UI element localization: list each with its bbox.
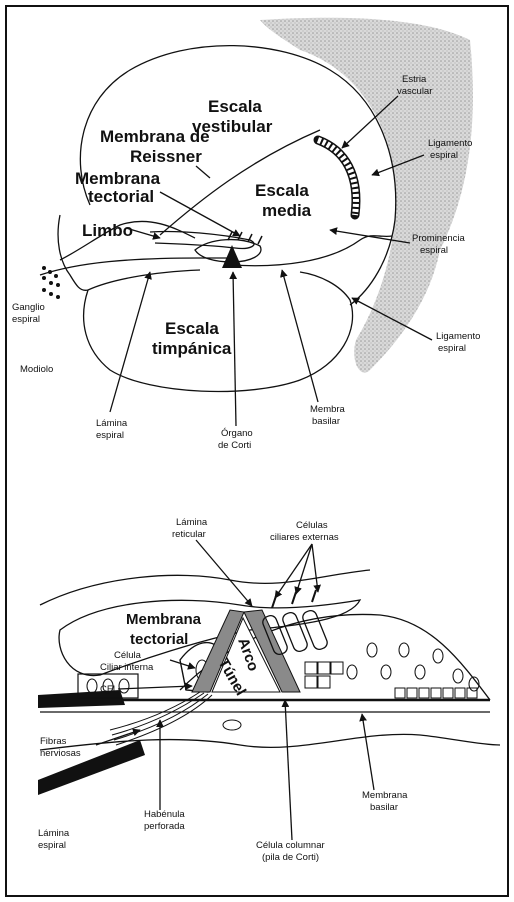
label-escala-timpanica-2: timpánica <box>152 339 232 358</box>
label-membrana-reissner-2: Reissner <box>130 147 202 166</box>
label-membrana-tectorial-bottom-2: tectorial <box>130 631 188 648</box>
label-lamina-espiral-top-1: Lámina <box>96 418 128 429</box>
organ-of-corti-detail: Membrana tectorial Arco Túnel Lámina ret… <box>38 517 500 863</box>
label-celula-ciliar-interna-1: Célula <box>114 650 142 661</box>
label-membrana-basilar-top-2: basilar <box>312 416 340 427</box>
label-ligamento-espiral-top-2: espiral <box>430 150 458 161</box>
label-membrana-basilar-top-1: Membra <box>310 404 346 415</box>
label-membrana-basilar-bottom-2: basilar <box>370 802 398 813</box>
label-prominencia-espiral-1: Prominencia <box>412 233 466 244</box>
scala-tympani-inner <box>88 270 200 290</box>
label-habenula-perforada-2: perforada <box>144 821 185 832</box>
label-celulas-ciliares-externas-1: Células <box>296 520 328 531</box>
label-lamina-reticular-1: Lámina <box>176 517 208 528</box>
label-celulas-ciliares-externas-2: ciliares externas <box>270 532 339 543</box>
label-ligamento-espiral-top-1: Ligamento <box>428 138 472 149</box>
spiral-vessel <box>223 720 241 730</box>
spiral-ganglion-dots <box>42 266 60 299</box>
stria-vascularis <box>318 140 356 215</box>
label-lamina-espiral-bottom-2: espiral <box>38 840 66 851</box>
label-membrana-tectorial-bottom-1: Membrana <box>126 611 202 628</box>
label-organo-corti-2: de Corti <box>218 440 251 451</box>
cochlea-cross-section: Escala vestibular Membrana de Reissner M… <box>12 18 480 451</box>
label-limbo: Limbo <box>82 221 133 240</box>
label-celula-ciliar-interna-2: Ciliar interna <box>100 662 154 673</box>
label-ganglio-espiral-2: espiral <box>12 314 40 325</box>
label-estria-vascular-2: vascular <box>397 86 432 97</box>
label-ligamento-espiral-bottom-2: espiral <box>438 343 466 354</box>
label-escala-media-2: media <box>262 201 312 220</box>
label-celula-columnar-2: (pila de Corti) <box>262 852 319 863</box>
label-lamina-espiral-top-2: espiral <box>96 430 124 441</box>
label-escala-vestibular-1: Escala <box>208 97 262 116</box>
supporting-cells <box>305 643 479 698</box>
label-habenula-perforada-1: Habénula <box>144 809 185 820</box>
lower-boundary <box>40 734 500 750</box>
label-escala-media-1: Escala <box>255 181 309 200</box>
label-lamina-reticular-2: reticular <box>172 529 206 540</box>
basilar-membrane-top <box>232 236 392 266</box>
label-escala-timpanica-1: Escala <box>165 319 219 338</box>
label-prominencia-espiral-2: espiral <box>420 245 448 256</box>
label-celula-columnar-1: Célula columnar <box>256 840 325 851</box>
label-lamina-espiral-bottom-1: Lámina <box>38 828 70 839</box>
label-cfi: CFI <box>100 684 115 695</box>
scala-media-boundary <box>40 570 370 605</box>
label-fibras-nerviosas-1: Fibras <box>40 736 67 747</box>
label-organo-corti-1: Órgano <box>221 428 253 439</box>
label-membrana-reissner-1: Membrana de <box>100 127 210 146</box>
label-ligamento-espiral-bottom-1: Ligamento <box>436 331 480 342</box>
label-membrana-tectorial-top-1: Membrana <box>75 169 161 188</box>
label-membrana-basilar-bottom-1: Membrana <box>362 790 408 801</box>
label-ganglio-espiral-1: Ganglio <box>12 302 45 313</box>
organ-of-corti-top <box>195 232 262 268</box>
label-fibras-nerviosas-2: nerviosas <box>40 748 81 759</box>
label-modiolo: Modiolo <box>20 364 53 375</box>
label-estria-vascular-1: Estria <box>402 74 427 85</box>
label-membrana-tectorial-top-2: tectorial <box>88 187 154 206</box>
